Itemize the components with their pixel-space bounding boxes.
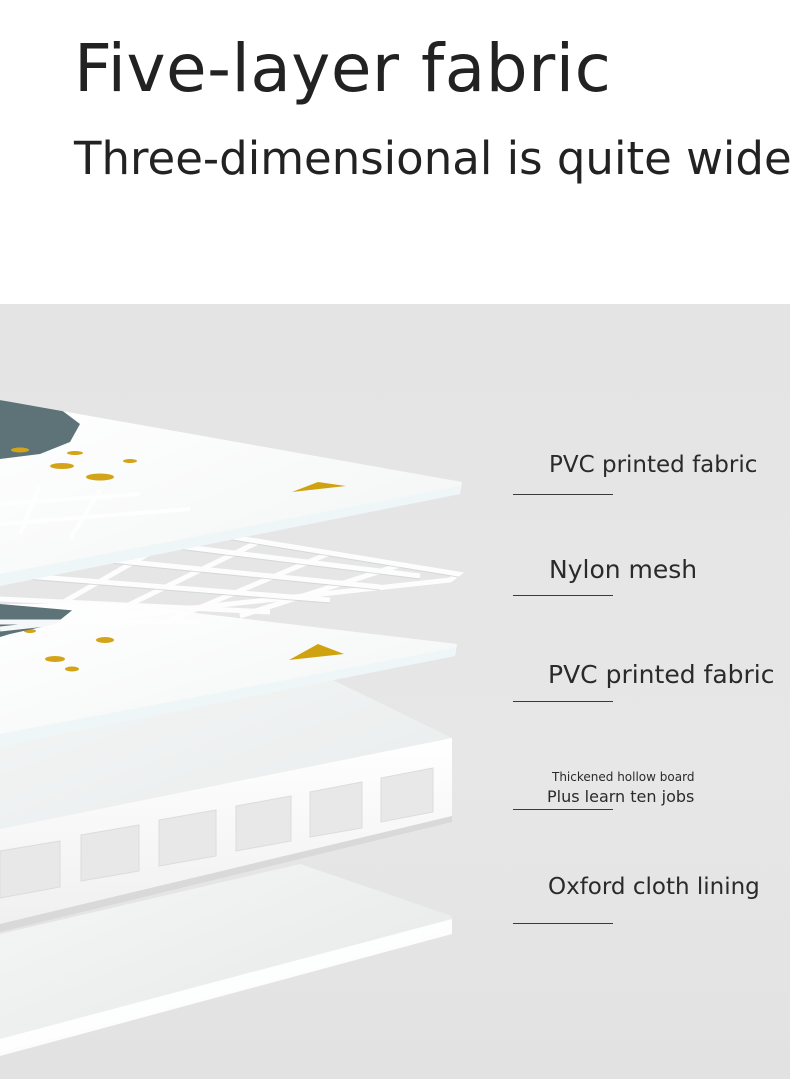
layer-label-text: PVC printed fabric	[548, 660, 775, 689]
label-divider	[513, 701, 613, 702]
label-divider	[513, 595, 613, 596]
label-divider	[513, 809, 613, 810]
pvc-fabric-layer-upper	[0, 400, 462, 586]
layer-label-text: PVC printed fabric	[549, 452, 758, 478]
layer-diagram: PVC printed fabric Nylon mesh PVC printe…	[0, 304, 790, 1079]
label-divider	[513, 923, 613, 924]
layer-label-text: Nylon mesh	[549, 555, 698, 584]
layer-label-text: Thickened hollow board	[552, 770, 695, 784]
page-title: Five-layer fabric	[74, 30, 612, 107]
layer-stack-illustration	[0, 400, 465, 1056]
label-divider	[513, 494, 613, 495]
oxford-lining-layer	[0, 864, 452, 1056]
page-subtitle: Three-dimensional is quite wide.	[74, 132, 790, 185]
layer-label-text: Oxford cloth lining	[548, 874, 760, 900]
header-section: Five-layer fabric Three-dimensional is q…	[0, 0, 790, 304]
hollow-board-layer	[0, 664, 452, 932]
layer-sublabel-text: Plus learn ten jobs	[547, 787, 695, 806]
